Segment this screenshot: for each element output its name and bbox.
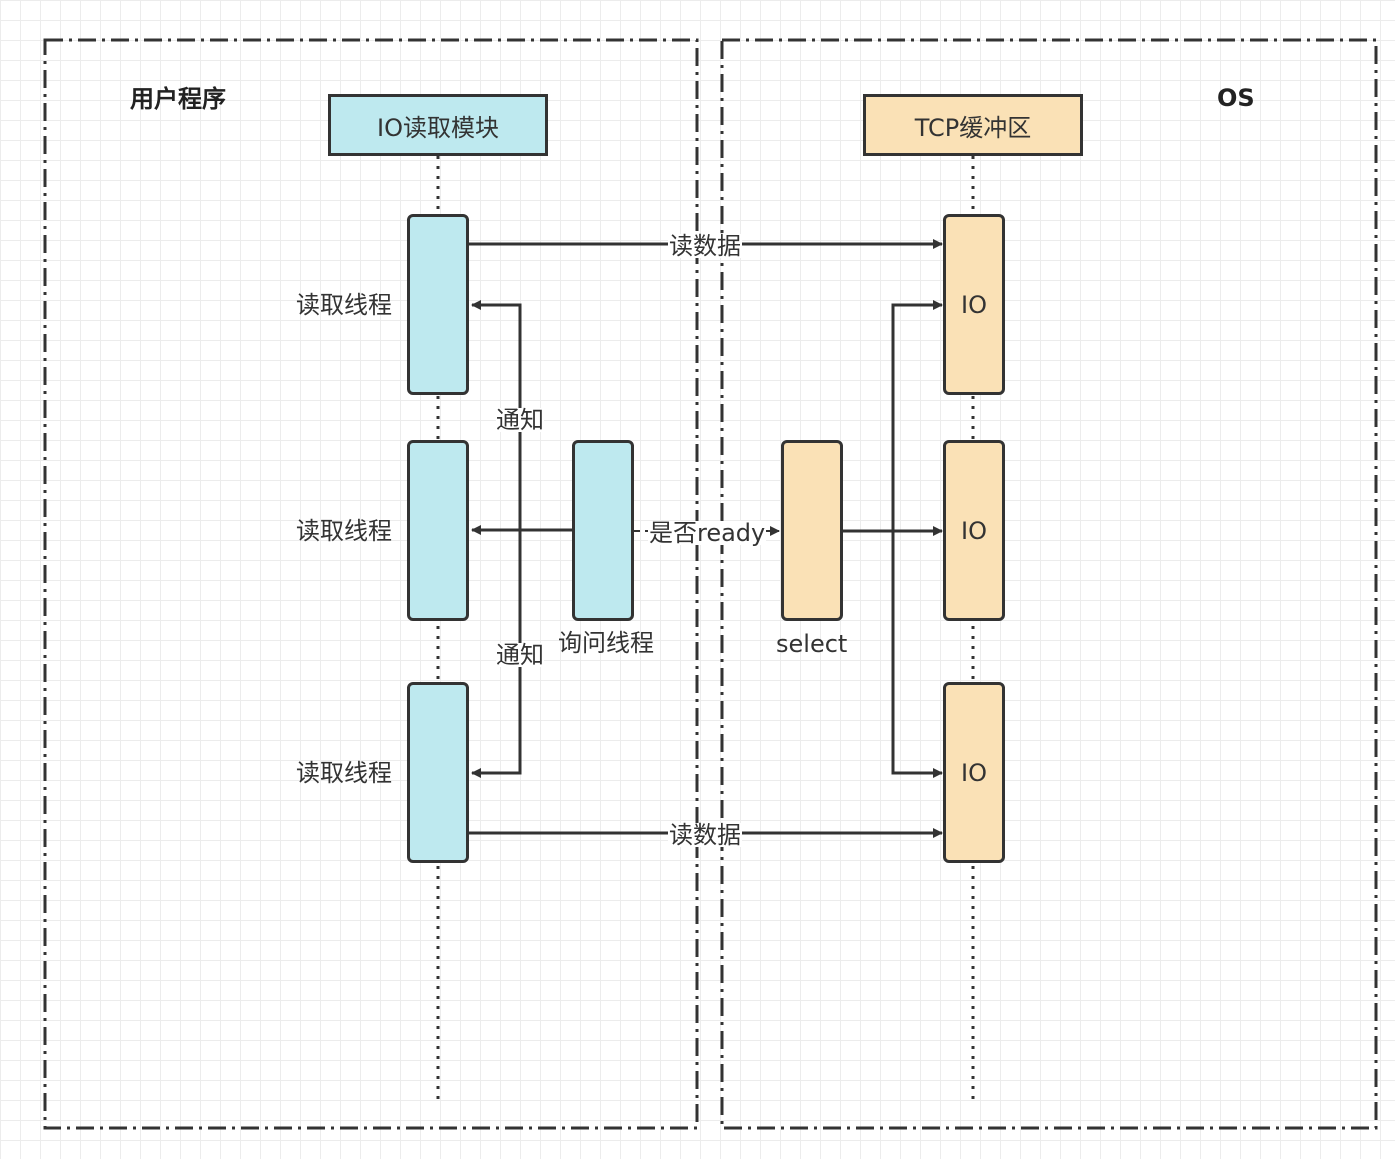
os-title: OS xyxy=(1217,84,1255,112)
io-2-block: IO xyxy=(943,440,1005,621)
tcp-buffer-module: TCP缓冲区 xyxy=(863,94,1083,156)
read-data-bottom-label: 读数据 xyxy=(668,821,742,849)
notify-top-arrow xyxy=(471,300,522,530)
read-thread-3-label: 读取线程 xyxy=(296,759,392,787)
is-ready-label: 是否ready xyxy=(648,519,767,547)
select-to-io-1-arrow xyxy=(891,300,943,531)
io-read-module: IO读取模块 xyxy=(328,94,548,156)
select-label: select xyxy=(776,630,848,658)
read-thread-1-label: 读取线程 xyxy=(296,291,392,319)
read-data-top-label: 读数据 xyxy=(668,232,742,260)
read-thread-3-activation xyxy=(407,682,469,863)
read-thread-2-activation xyxy=(407,440,469,621)
notify-bottom-label: 通知 xyxy=(496,641,544,669)
io-3-block: IO xyxy=(943,682,1005,863)
os-frame xyxy=(720,38,1378,1130)
notify-bottom-arrow xyxy=(471,530,522,778)
query-thread-activation xyxy=(572,440,634,621)
select-block xyxy=(781,440,843,621)
read-thread-1-activation xyxy=(407,214,469,395)
query-thread-label: 询问线程 xyxy=(558,629,654,657)
select-to-io-3-arrow xyxy=(891,531,943,778)
read-thread-2-label: 读取线程 xyxy=(296,517,392,545)
io-1-block: IO xyxy=(943,214,1005,395)
user-program-frame xyxy=(43,38,699,1130)
user-program-title: 用户程序 xyxy=(130,85,226,113)
notify-top-label: 通知 xyxy=(496,406,544,434)
